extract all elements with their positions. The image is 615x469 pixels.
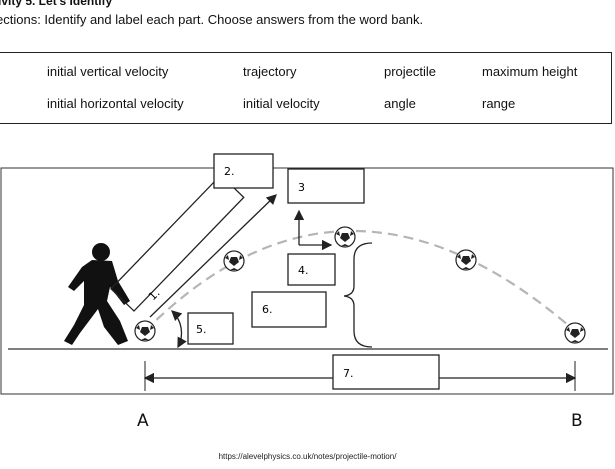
- directions-text: ections: Identify and label each part. C…: [0, 12, 424, 27]
- box-4-label: 4.: [298, 264, 309, 277]
- ball-icon: [564, 322, 586, 344]
- word-bank-term: trajectory: [243, 64, 297, 79]
- word-bank-term: initial velocity: [243, 96, 320, 111]
- answer-box-7[interactable]: 7.: [332, 354, 440, 390]
- box-3-label: 3: [298, 181, 305, 194]
- answer-box-5[interactable]: 5.: [187, 312, 234, 345]
- point-a-label: A: [137, 411, 149, 431]
- box-6-label: 6.: [262, 303, 273, 316]
- source-credit: https://alevelphysics.co.uk/notes/projec…: [218, 452, 397, 461]
- word-bank-term: range: [482, 96, 516, 111]
- answer-box-4[interactable]: 4.: [287, 253, 336, 286]
- word-bank-term: initial horizontal velocity: [47, 96, 184, 111]
- box-5-label: 5.: [196, 323, 207, 336]
- answer-box-6[interactable]: 6.: [251, 291, 327, 328]
- ball-icon: [223, 250, 245, 272]
- ball-icon: [134, 320, 156, 342]
- word-bank-term: maximum height: [482, 64, 578, 79]
- player-silhouette: [64, 243, 130, 345]
- box-7-label: 7.: [343, 367, 354, 380]
- box-2-label: 2.: [224, 165, 235, 178]
- answer-box-3[interactable]: 3: [287, 168, 365, 204]
- point-b-label: B: [571, 411, 583, 431]
- word-bank-term: initial vertical velocity: [47, 64, 169, 79]
- diagram-frame: [0, 167, 614, 395]
- activity-title: tivity 5. Let's Identify: [0, 0, 113, 8]
- initial-velocity-arrow: [149, 194, 277, 318]
- ball-icon: [455, 249, 477, 271]
- trajectory-path: [144, 229, 576, 332]
- ball-icon: [334, 226, 356, 248]
- answer-box-2[interactable]: 2.: [213, 153, 274, 189]
- height-brace: [343, 242, 373, 348]
- angle-arc: [171, 310, 187, 349]
- word-bank: initial vertical velocity trajectory pro…: [0, 52, 612, 124]
- word-bank-term: angle: [384, 96, 416, 111]
- word-bank-term: projectile: [384, 64, 437, 79]
- projectile-diagram: 1. 2. 3 4. 5. 6. 7.: [0, 153, 614, 395]
